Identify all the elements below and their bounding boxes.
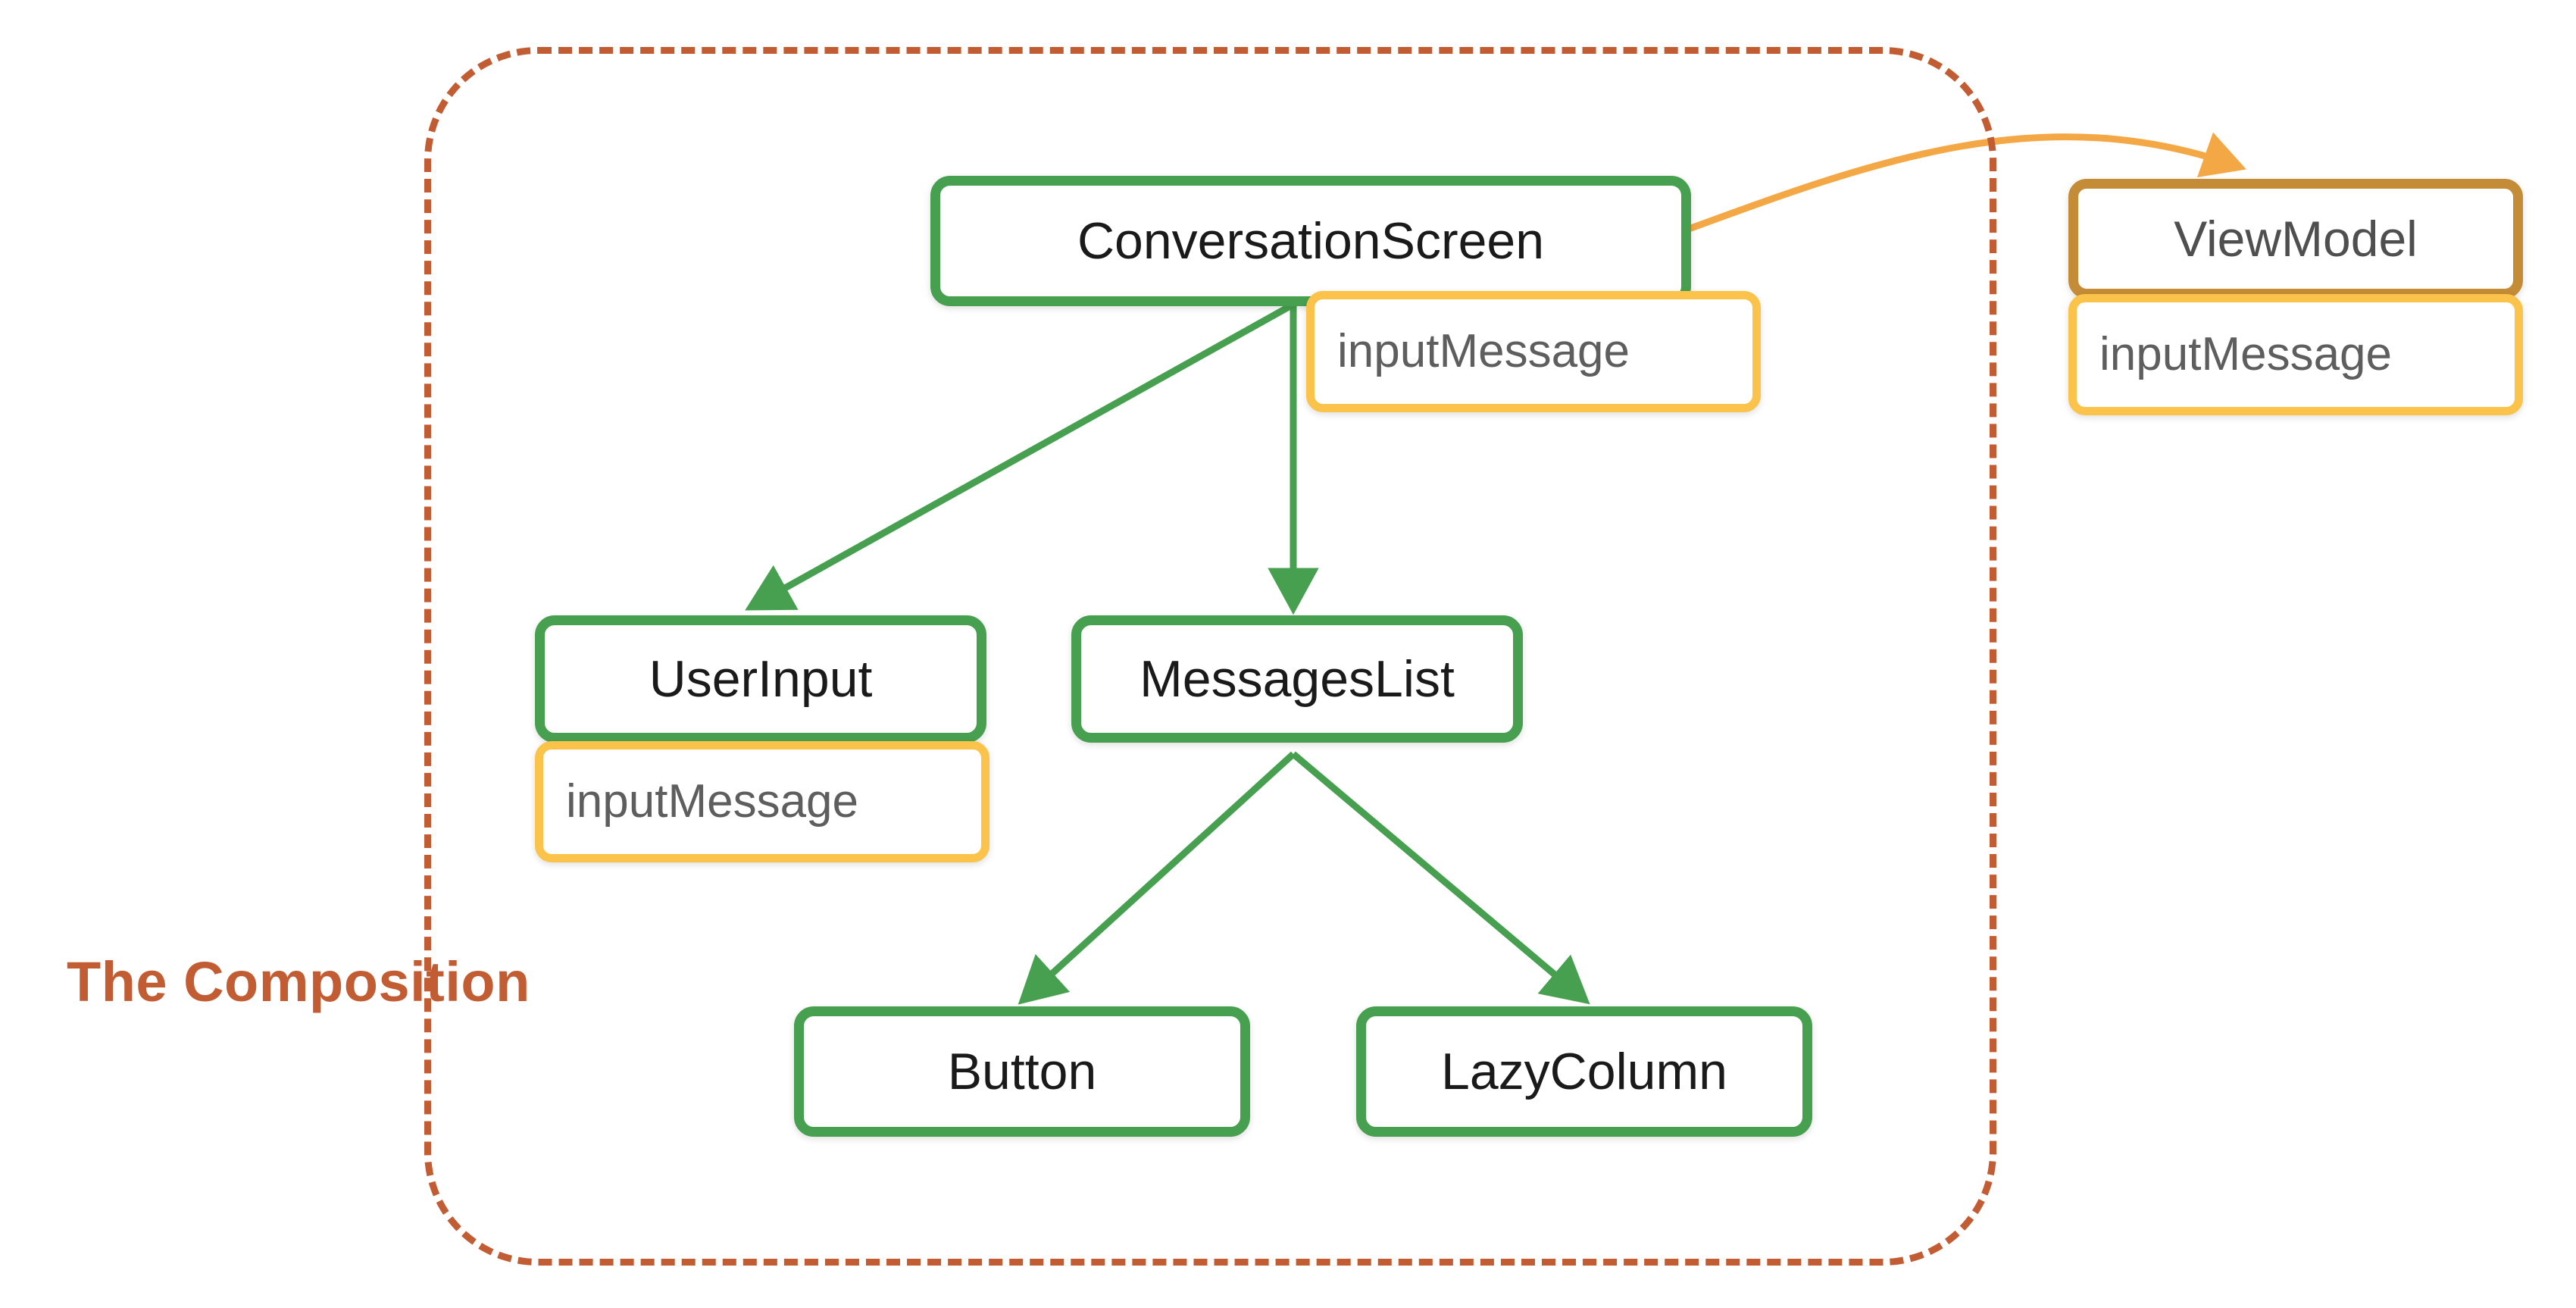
node-user-input-label: UserInput: [649, 650, 873, 708]
composition-boundary: [424, 47, 1996, 1266]
node-conversation-screen-state-label: inputMessage: [1337, 325, 1630, 377]
composition-caption: The Composition: [67, 950, 530, 1013]
node-conversation-screen-label: ConversationScreen: [1077, 212, 1545, 270]
node-view-model-state[interactable]: inputMessage: [2068, 294, 2523, 415]
node-view-model-label: ViewModel: [2174, 211, 2418, 267]
node-user-input-state[interactable]: inputMessage: [535, 741, 989, 862]
node-conversation-screen[interactable]: ConversationScreen: [930, 176, 1691, 306]
node-lazy-column-label: LazyColumn: [1441, 1043, 1727, 1100]
node-messages-list-label: MessagesList: [1140, 650, 1455, 708]
node-conversation-screen-state[interactable]: inputMessage: [1306, 291, 1761, 412]
node-lazy-column[interactable]: LazyColumn: [1356, 1006, 1812, 1137]
node-button[interactable]: Button: [794, 1006, 1250, 1137]
node-view-model[interactable]: ViewModel: [2068, 179, 2523, 299]
node-button-label: Button: [947, 1043, 1097, 1100]
node-messages-list[interactable]: MessagesList: [1071, 615, 1523, 743]
node-view-model-state-label: inputMessage: [2099, 328, 2393, 380]
node-user-input[interactable]: UserInput: [535, 615, 986, 743]
node-user-input-state-label: inputMessage: [566, 775, 859, 828]
